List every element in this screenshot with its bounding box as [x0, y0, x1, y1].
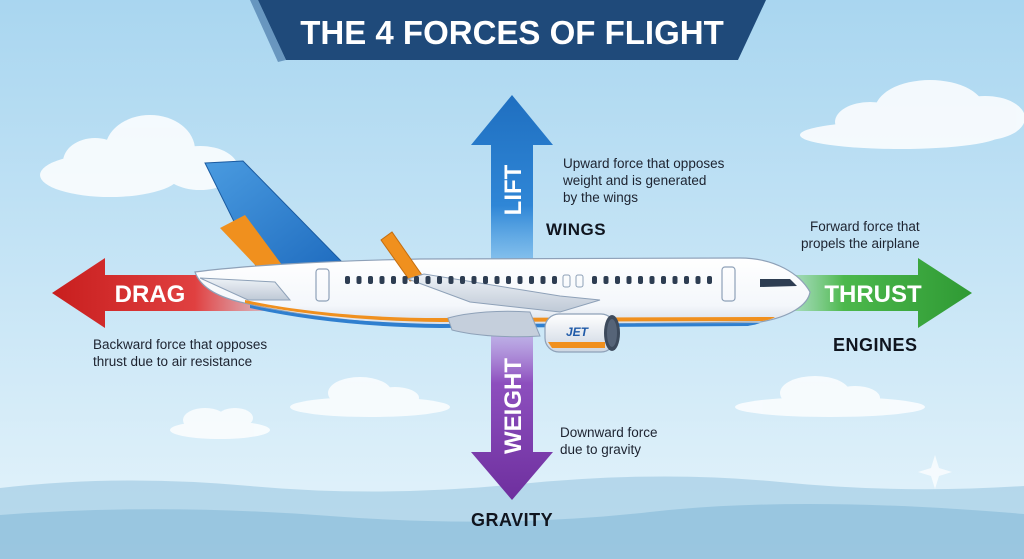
near-wing	[406, 273, 601, 313]
horizontal-stabilizer	[199, 277, 292, 301]
weight-description: Downward force due to gravity	[560, 424, 658, 458]
window	[540, 276, 546, 284]
window	[638, 276, 643, 284]
weight-description-line: Downward force	[560, 425, 658, 440]
window	[649, 276, 655, 284]
window	[483, 276, 488, 284]
window	[494, 276, 500, 284]
cloud-small-right	[735, 376, 925, 417]
title-banner	[258, 0, 766, 60]
cloud-small-mid	[290, 377, 450, 417]
weight-description-line: due to gravity	[560, 442, 642, 457]
fuselage-stripe-orange	[245, 300, 775, 322]
drag-description-line: thrust due to air resistance	[93, 354, 253, 369]
window	[437, 276, 442, 284]
lift-label: LIFT	[500, 164, 527, 215]
window	[379, 276, 385, 284]
window	[448, 276, 454, 284]
tail-fin-accent	[220, 215, 282, 268]
window	[356, 276, 362, 284]
lift-description: Upward force that opposes weight and is …	[563, 155, 724, 206]
drag-description-line: Backward force that opposes	[93, 337, 268, 352]
window	[506, 276, 511, 284]
window	[552, 276, 557, 284]
thrust-description-line: Forward force that	[810, 219, 920, 234]
cloud-left	[40, 115, 238, 197]
window	[414, 276, 419, 284]
window	[695, 276, 701, 284]
lift-description-line: weight and is generated	[563, 173, 707, 188]
window	[471, 276, 477, 284]
cockpit-windows	[760, 279, 797, 287]
cloud-small-left	[170, 408, 270, 439]
weight-label: WEIGHT	[500, 358, 527, 454]
window	[345, 276, 350, 284]
title-banner-edge	[250, 0, 286, 62]
window	[529, 276, 534, 284]
thrust-description: Forward force that propels the airplane	[801, 218, 920, 252]
drag-label: DRAG	[115, 281, 186, 308]
window	[707, 276, 712, 284]
rear-door	[315, 268, 330, 302]
window	[460, 276, 465, 284]
window	[615, 276, 620, 284]
window	[592, 276, 597, 284]
lift-source-label: WINGS	[546, 220, 607, 239]
mid-exit-2	[575, 274, 584, 288]
fuselage-stripe-blue	[250, 305, 760, 328]
thrust-arrow: THRUST	[775, 258, 972, 328]
cloud-right	[800, 80, 1024, 149]
thrust-source-label: ENGINES	[833, 335, 918, 355]
drag-description: Backward force that opposes thrust due t…	[93, 336, 267, 370]
thrust-description-line: propels the airplane	[801, 236, 920, 251]
mid-exit	[562, 274, 571, 288]
window	[661, 276, 666, 284]
window	[626, 276, 632, 284]
window	[603, 276, 609, 284]
engine-logo: JET	[566, 325, 590, 339]
engine: JET	[447, 310, 620, 353]
window	[425, 276, 431, 284]
page-title: THE 4 FORCES OF FLIGHT	[300, 14, 724, 51]
thrust-label: THRUST	[824, 281, 922, 308]
passenger-windows	[345, 276, 712, 284]
window	[391, 276, 396, 284]
airplane: JET	[194, 160, 811, 353]
lift-description-line: by the wings	[563, 190, 639, 205]
weight-arrow: WEIGHT	[471, 320, 553, 500]
window	[368, 276, 373, 284]
window	[517, 276, 523, 284]
sea-band-lower	[0, 503, 1024, 559]
window	[402, 276, 408, 284]
window	[684, 276, 689, 284]
lift-arrow: LIFT	[471, 95, 553, 265]
lift-description-line: Upward force that opposes	[563, 156, 725, 171]
sparkle-icon	[918, 455, 952, 489]
front-door	[721, 266, 736, 302]
weight-source-label: GRAVITY	[471, 510, 554, 530]
window	[672, 276, 678, 284]
